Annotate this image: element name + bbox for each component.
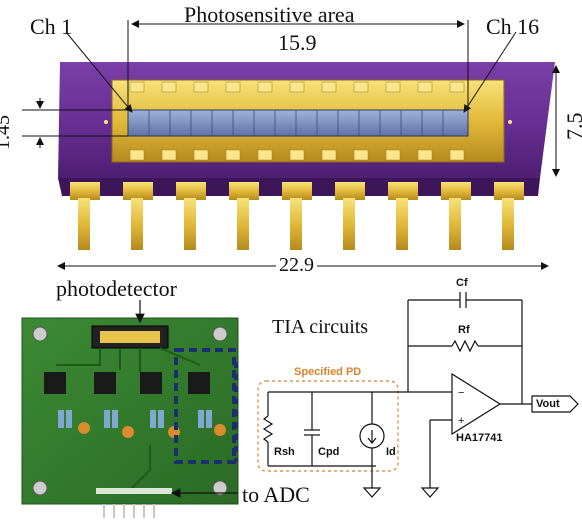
specified-pd-label: Specified PD: [294, 366, 362, 378]
opamp-plus: +: [458, 415, 464, 427]
tia-circuit: [257, 292, 579, 498]
opamp-minus: −: [458, 387, 464, 399]
cpd-label: Cpd: [318, 446, 340, 458]
cf-label: Cf: [456, 277, 468, 289]
pcb-board: [21, 317, 239, 518]
photodetector-label: photodetector: [56, 276, 177, 301]
to-adc-label: to ADC: [242, 482, 310, 507]
ch1-label: Ch 1: [30, 14, 73, 39]
width-15-9-label: 15.9: [278, 30, 317, 55]
opamp-label: HA17741: [456, 432, 503, 444]
width-22-9-label: 22.9: [276, 254, 317, 277]
rsh-label: Rsh: [274, 446, 295, 458]
rf-label: Rf: [458, 324, 470, 336]
photodetector-package: [58, 62, 555, 250]
photosensitive-area-label: Photosensitive area: [184, 2, 355, 27]
id-label: Id: [386, 446, 396, 458]
highlight-box: [174, 348, 236, 464]
height-7-5-label: 7.5: [562, 112, 582, 141]
ch16-label: Ch 16: [486, 14, 540, 39]
vout-label: Vout: [536, 398, 560, 410]
package-pins: [70, 182, 524, 250]
photosensitive-strip: [127, 109, 469, 137]
tia-circuits-label: TIA circuits: [272, 316, 369, 338]
height-1-45-label: 1.45: [0, 115, 14, 150]
